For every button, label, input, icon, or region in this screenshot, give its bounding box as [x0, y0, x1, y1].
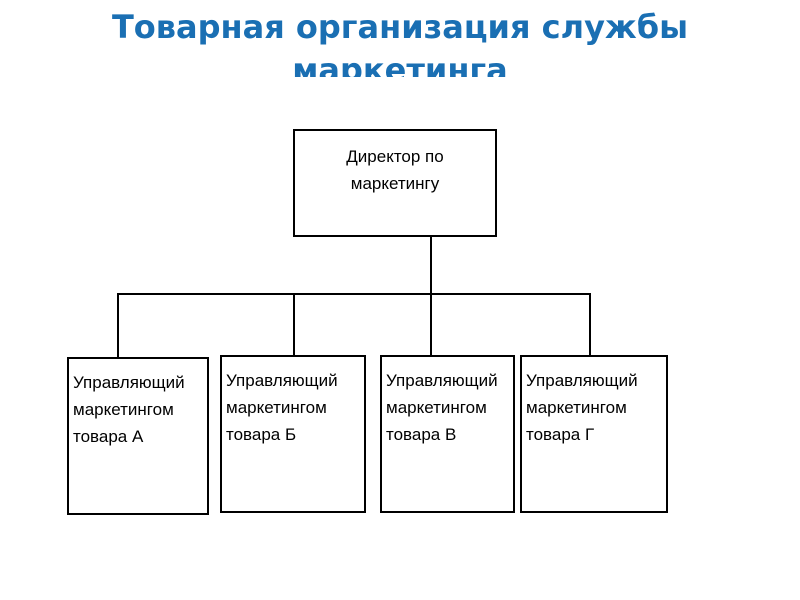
director-label: Директор по маркетингу: [346, 147, 444, 193]
slide-title: Товарная организация службы маркетинга: [111, 8, 689, 77]
title-area: Товарная организация службы маркетинга: [0, 0, 800, 77]
manager-box-a: Управляющий маркетингом товара А: [67, 357, 209, 515]
manager-box-v: Управляющий маркетингом товара В: [380, 355, 515, 513]
manager-label-a: Управляющий маркетингом товара А: [73, 373, 185, 446]
manager-label-v: Управляющий маркетингом товара В: [386, 371, 498, 444]
manager-label-g: Управляющий маркетингом товара Г: [526, 371, 638, 444]
manager-box-g: Управляющий маркетингом товара Г: [520, 355, 668, 513]
manager-label-b: Управляющий маркетингом товара Б: [226, 371, 338, 444]
director-box: Директор по маркетингу: [293, 129, 497, 237]
manager-box-b: Управляющий маркетингом товара Б: [220, 355, 366, 513]
